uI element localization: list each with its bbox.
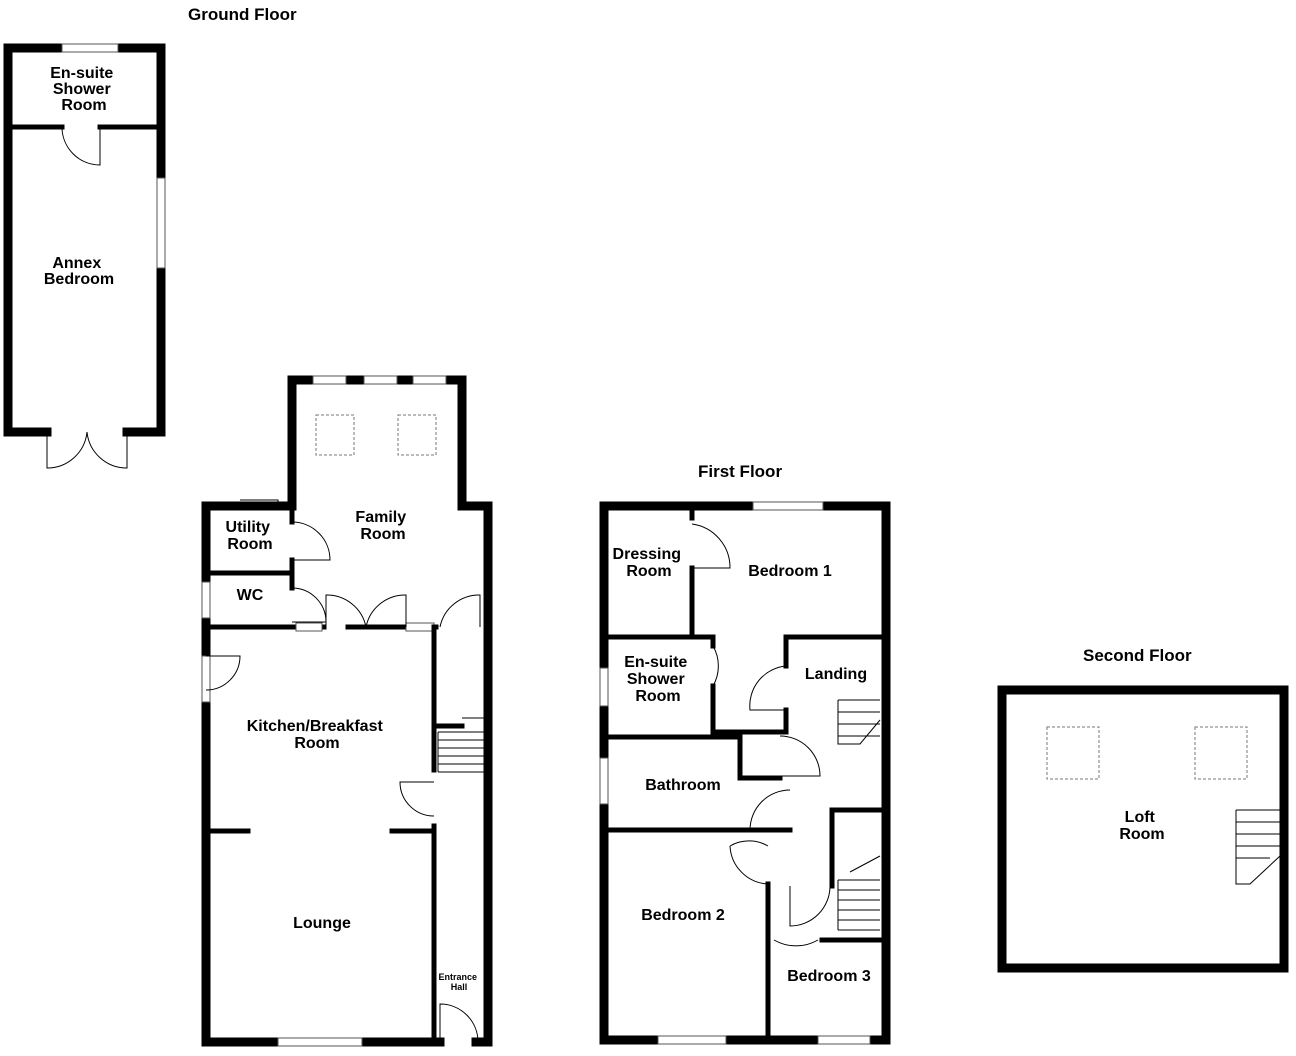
annex-building: [3, 43, 166, 469]
door-swing: [749, 665, 787, 711]
door-swing: [399, 781, 435, 817]
window: [599, 667, 609, 707]
second-floor-title: Second Floor: [1083, 646, 1192, 665]
ground-floor-title: Ground Floor: [188, 5, 297, 24]
second-floor-plan: [997, 685, 1289, 973]
window: [599, 757, 609, 805]
french-door-swing: [46, 431, 88, 469]
door-swing: [61, 126, 101, 166]
skylight: [315, 414, 355, 456]
door-swing: [439, 594, 481, 628]
door-swing: [773, 939, 819, 947]
staircase: [1235, 809, 1281, 885]
bedroom2-label: Bedroom 2: [641, 907, 725, 924]
family-room-label: Family Room: [355, 509, 410, 543]
skylight: [1194, 726, 1248, 780]
window: [277, 1037, 363, 1047]
ground-floor-plan: [201, 375, 493, 1047]
first-ensuite-label: En-suite Shower Room: [624, 654, 692, 705]
utility-room-label: Utility Room: [226, 519, 275, 553]
window: [156, 177, 166, 269]
door-swing: [240, 499, 279, 510]
skylight: [1046, 726, 1100, 780]
door-swing: [205, 655, 241, 691]
window: [61, 43, 119, 53]
door-swing: [749, 789, 791, 831]
dressing-room-label: Dressing Room: [613, 546, 686, 580]
window: [201, 581, 211, 619]
staircase: [431, 717, 484, 773]
door-swing: [712, 645, 719, 687]
skylight: [397, 414, 437, 456]
window: [312, 375, 347, 385]
annex-ensuite-label: En-suite Shower Room: [50, 65, 118, 114]
door-swing: [789, 885, 831, 927]
double-door-swing: [365, 594, 407, 628]
landing-staircase: [837, 699, 881, 745]
window: [657, 1035, 727, 1045]
bedroom1-label: Bedroom 1: [748, 563, 832, 580]
window: [752, 501, 824, 511]
front-door-swing: [439, 1003, 479, 1043]
window: [405, 622, 435, 632]
door-swing: [729, 840, 769, 885]
door-swing: [779, 735, 821, 777]
wc-label: WC: [237, 587, 264, 604]
double-door-swing: [325, 594, 367, 628]
french-door-swing: [86, 431, 128, 469]
window: [295, 622, 323, 632]
window: [412, 375, 447, 385]
entrance-hall-label: Entrance Hall: [438, 972, 479, 992]
window: [363, 375, 398, 385]
door-swing: [291, 521, 331, 561]
loft-room-label: Loft Room: [1119, 809, 1164, 843]
staircase: [837, 855, 881, 931]
bathroom-label: Bathroom: [645, 777, 721, 794]
window: [817, 1035, 871, 1045]
landing-label: Landing: [805, 666, 867, 683]
door-swing: [691, 523, 731, 569]
bedroom3-label: Bedroom 3: [787, 968, 871, 985]
lounge-label: Lounge: [293, 915, 351, 932]
kitchen-label: Kitchen/Breakfast Room: [247, 718, 388, 752]
first-floor-plan: [599, 501, 891, 1045]
door-swing: [291, 587, 327, 623]
window: [201, 655, 211, 703]
first-floor-title: First Floor: [698, 462, 782, 481]
annex-bedroom-label: Annex Bedroom: [44, 255, 114, 288]
